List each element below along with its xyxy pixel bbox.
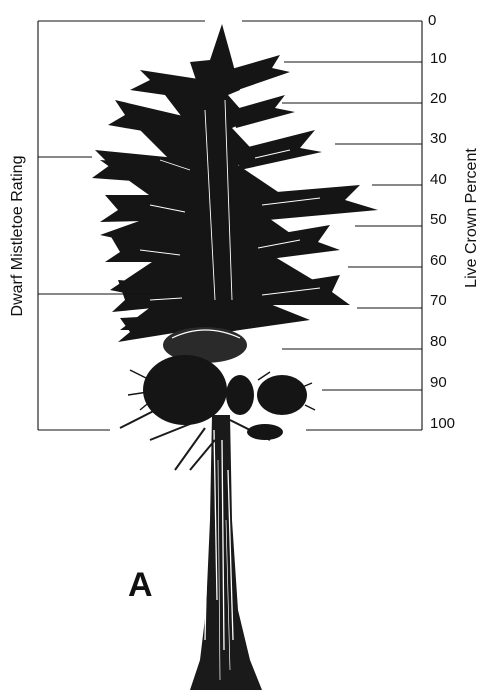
- tick-label-70: 70: [430, 292, 447, 309]
- tick-label-40: 40: [430, 171, 447, 188]
- tick-label-100: 100: [430, 415, 455, 432]
- tick-label-60: 60: [430, 252, 447, 269]
- tick-label-80: 80: [430, 333, 447, 350]
- tick-label-50: 50: [430, 211, 447, 228]
- left-axis-title: Dwarf Mistletoe Rating: [9, 156, 26, 317]
- tick-label-0: 0: [428, 12, 436, 29]
- tick-label-10: 10: [430, 50, 447, 67]
- tick-label-90: 90: [430, 374, 447, 391]
- panel-label: A: [128, 566, 153, 604]
- right-axis-tick-labels: 0 10 20 30 40 50 60 70 80 90 100: [428, 12, 455, 432]
- tick-label-20: 20: [430, 90, 447, 107]
- right-axis-title: Live Crown Percent: [463, 148, 480, 288]
- tick-label-30: 30: [430, 130, 447, 147]
